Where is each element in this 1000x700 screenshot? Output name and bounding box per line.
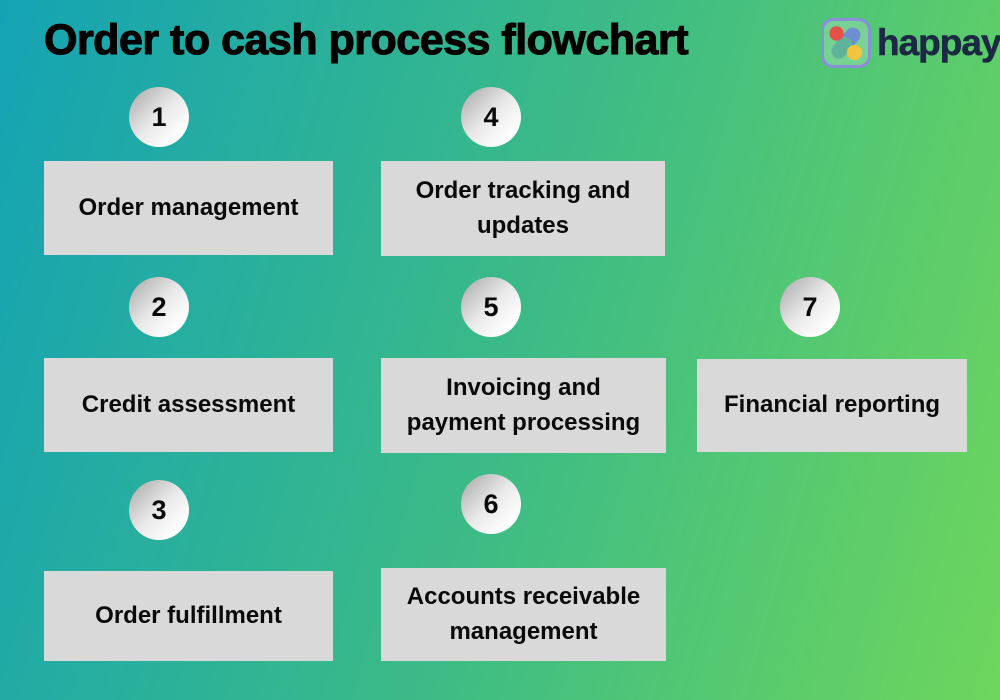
step-3-number-badge: 3 <box>129 480 189 540</box>
step-6-number-badge: 6 <box>461 474 521 534</box>
step-3-box: Order fulfillment <box>44 571 333 661</box>
step-6-box: Accounts receivable management <box>381 568 666 661</box>
step-4-box: Order tracking and updates <box>381 161 665 256</box>
step-1-label: Order management <box>78 193 299 221</box>
step-2-label: Credit assessment <box>81 390 296 418</box>
step-1-box: Order management <box>44 161 333 255</box>
happay-logo-icon <box>821 18 871 68</box>
happay-wordmark: happay <box>877 22 1000 64</box>
step-4-number-badge: 4 <box>461 87 521 147</box>
step-7-label: Financial reporting <box>723 391 941 419</box>
step-7-number-badge: 7 <box>780 277 840 337</box>
step-6-label: Accounts receivable management <box>406 582 641 645</box>
step-5-box: Invoicing and payment processing <box>381 358 666 453</box>
step-2-box: Credit assessment <box>44 358 333 452</box>
step-4-label: Order tracking and updates <box>415 176 631 239</box>
step-5-label: Invoicing and payment processing <box>406 373 641 436</box>
step-2-number-badge: 2 <box>129 277 189 337</box>
step-3-label: Order fulfillment <box>95 601 282 629</box>
page-title: Order to cash process flowchart <box>43 15 689 64</box>
step-7-box: Financial reporting <box>697 359 967 452</box>
step-5-number-badge: 5 <box>461 277 521 337</box>
happay-logo: happay <box>820 17 1000 69</box>
step-1-number-badge: 1 <box>129 87 189 147</box>
